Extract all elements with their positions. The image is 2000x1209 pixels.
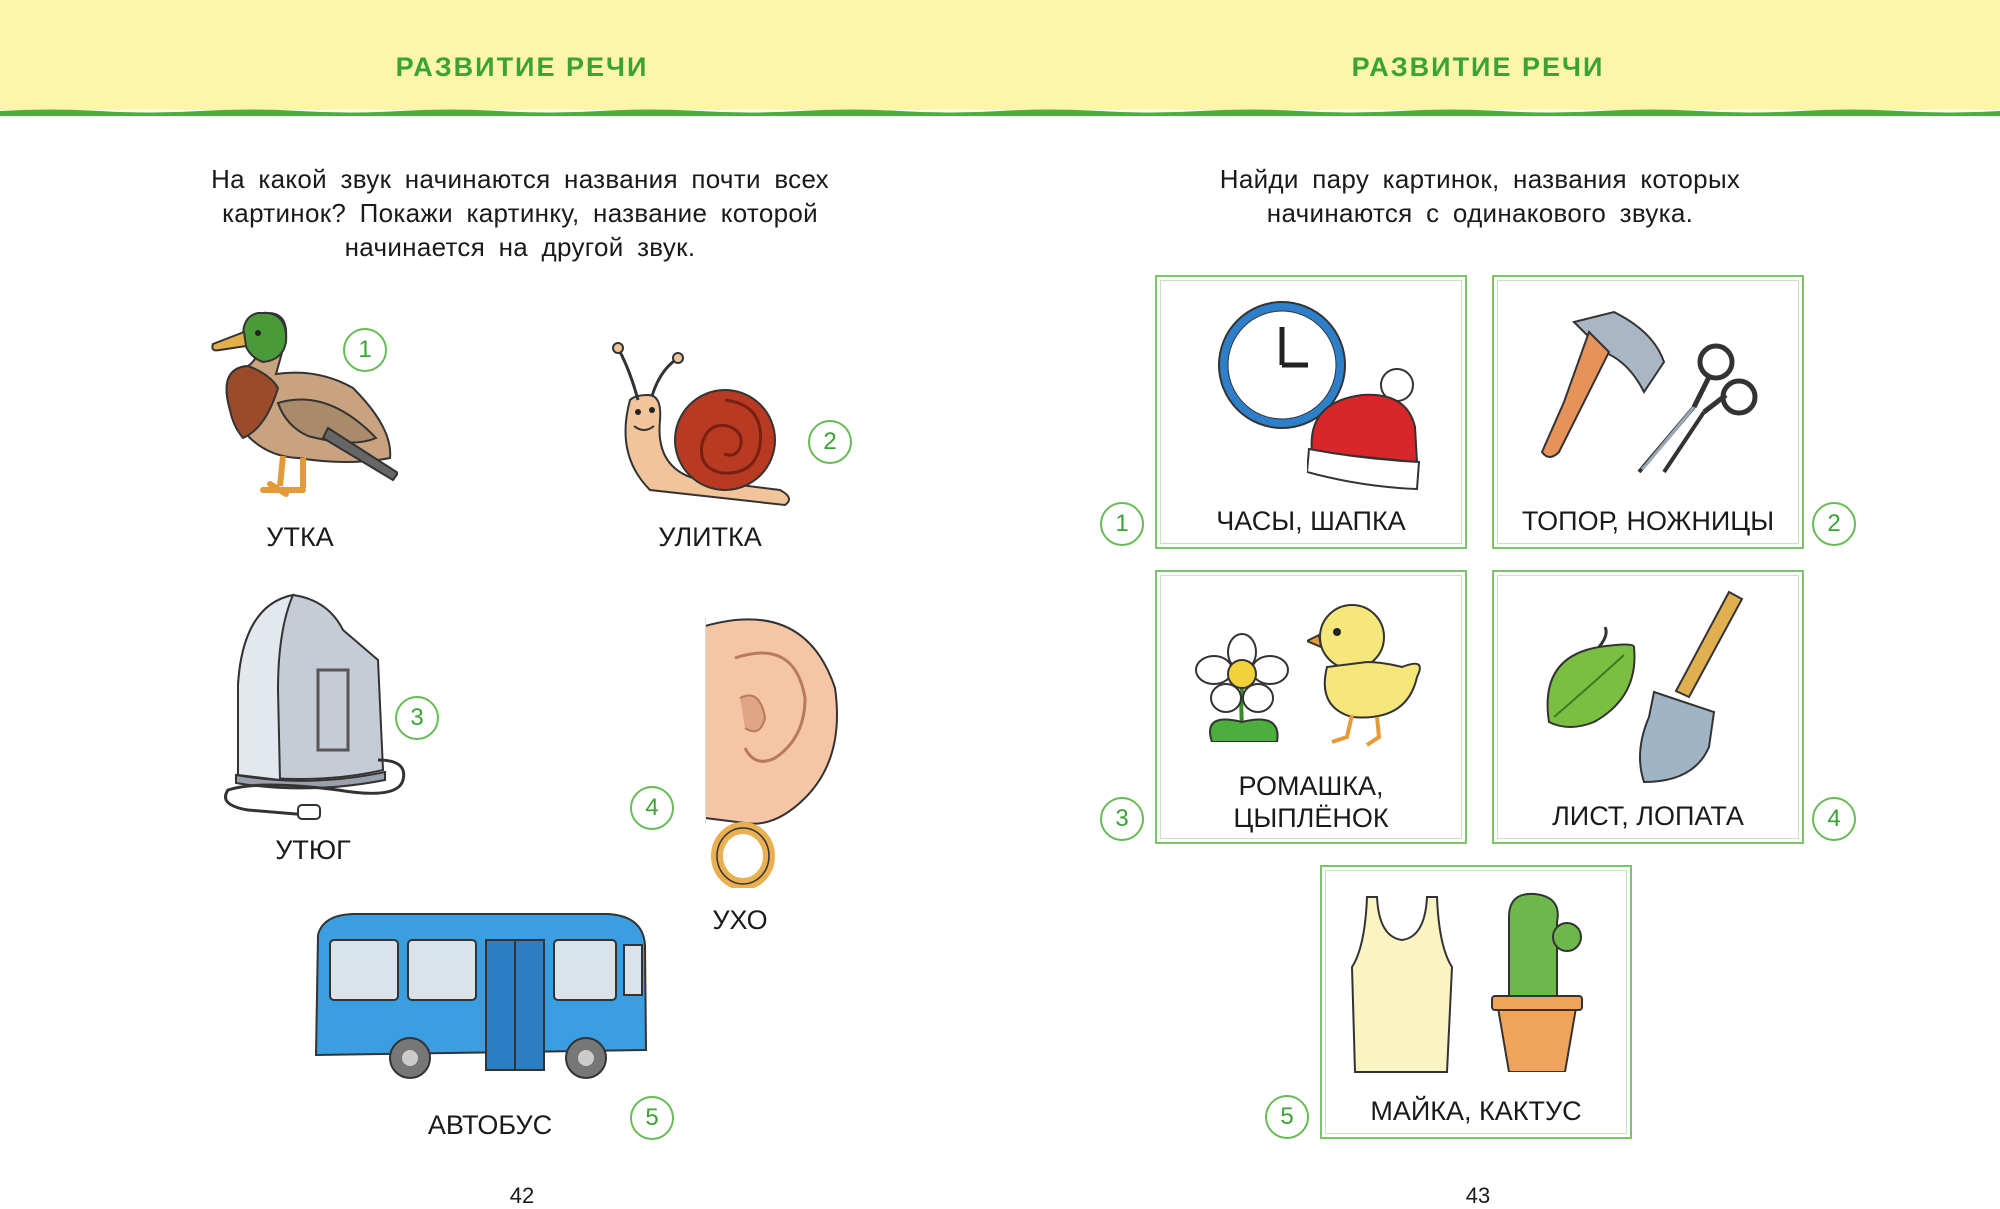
daisy-icon [1195,633,1289,742]
card-3-label-line1: РОМАШКА, [1238,771,1384,801]
item-number-1: 1 [343,328,387,372]
cactus-icon [1491,892,1583,1072]
right-page-number: 43 [1465,1183,1491,1208]
card-5: МАЙКА, КАКТУС [1320,865,1632,1139]
card-5-label: МАЙКА, КАКТУС [1370,1096,1582,1126]
left-instruction: На какой звук начинаются названия почти … [211,164,829,262]
item-label-3: УТЮГ [275,835,351,865]
leaf-icon [1546,627,1636,728]
card-number-3: 3 [1100,797,1144,841]
item-number-2: 2 [808,420,852,464]
item-label-5: АВТОБУС [427,1110,553,1140]
card-1-label: ЧАСЫ, ШАПКА [1216,506,1406,536]
card-1: ЧАСЫ, ШАПКА [1155,275,1467,549]
axe-icon [1540,310,1666,458]
card-4-label: ЛИСТ, ЛОПАТА [1552,801,1744,831]
left-page-header: РАЗВИТИЕ РЕЧИ [395,52,649,82]
clock-icon [1218,301,1346,429]
header-divider [0,109,2000,116]
header-band [0,0,2000,110]
card-number-1: 1 [1100,502,1144,546]
card-2: ТОПОР, НОЖНИЦЫ [1492,275,1804,549]
right-instruction: Найди пару картинок, названия которых на… [1219,164,1741,228]
card-number-4: 4 [1812,797,1856,841]
card-number-2: 2 [1812,502,1856,546]
item-number-3: 3 [395,696,439,740]
card-4: ЛИСТ, ЛОПАТА [1492,570,1804,844]
tank-top-icon [1350,896,1454,1073]
item-label-2: УЛИТКА [658,522,762,552]
item-number-5: 5 [630,1096,674,1140]
scissors-icon [1637,343,1758,474]
hat-icon [1307,368,1421,491]
right-page-header: РАЗВИТИЕ РЕЧИ [1351,52,1605,82]
card-3-label-line2: ЦЫПЛЁНОК [1233,803,1389,833]
shovel-icon [1639,590,1744,784]
duck-icon [211,311,398,497]
bus-icon [314,913,648,1079]
item-number-4: 4 [630,786,674,830]
card-number-5: 5 [1265,1095,1309,1139]
item-label-4: УХО [712,905,768,935]
item-label-1: УТКА [266,522,334,552]
card-3: РОМАШКА, ЦЫПЛЁНОК [1155,570,1467,844]
iron-icon [224,593,406,820]
left-page-number: 42 [509,1183,535,1208]
snail-icon [612,342,790,507]
card-2-label: ТОПОР, НОЖНИЦЫ [1521,506,1775,536]
chick-icon [1307,604,1421,747]
ear-icon [705,618,838,888]
